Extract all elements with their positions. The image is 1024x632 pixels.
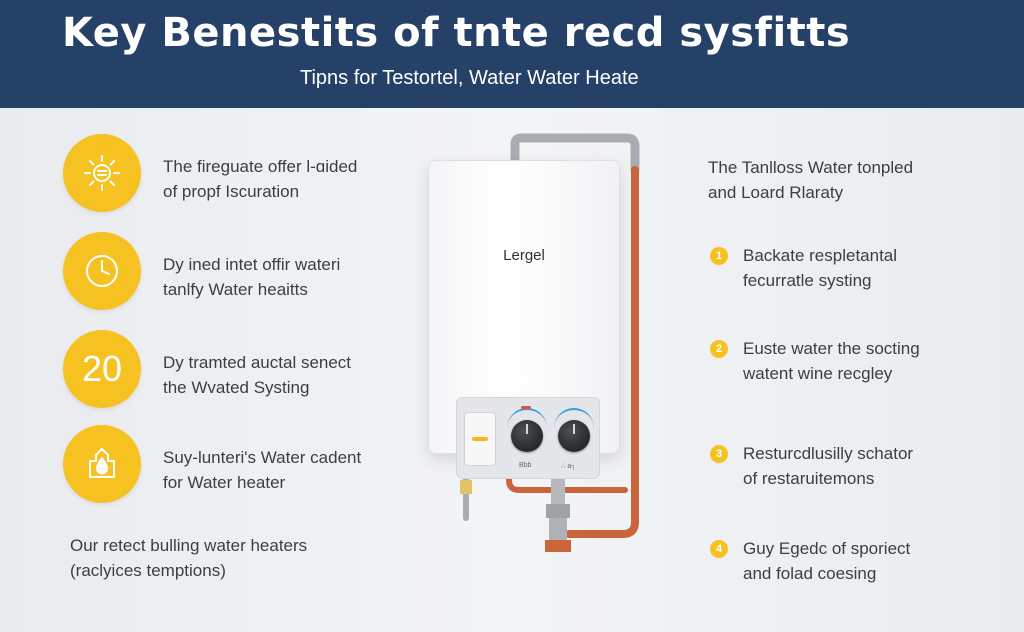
knob-label: Bbb (519, 462, 532, 469)
brand-label: Lergel (503, 247, 545, 264)
benefit-text-line: of propf Iscuration (163, 182, 300, 201)
steel-pipe (510, 133, 640, 175)
step-text-line: and folad coesing (743, 564, 877, 583)
steps-intro: The Tanlloss Water tonpled and Loard Rla… (708, 155, 913, 205)
badge-number: 20 (81, 348, 123, 389)
temperature-knob[interactable] (511, 420, 543, 452)
copper-pipe (506, 457, 628, 493)
step-text-line: Backate respletantal (743, 246, 898, 265)
header-banner: Key Benestits of tnte recd sysfitts Tipn… (0, 0, 1024, 108)
valve-nut (546, 504, 570, 518)
step-item: 3 Resturcdlusilly schator of restaruitem… (708, 441, 1008, 491)
step-text-line: fecurratle systing (743, 271, 872, 290)
page-subtitle: Tipns for Testortel, Water Water Heate (300, 67, 639, 89)
intro-line: The Tanlloss Water tonpled (708, 158, 914, 177)
page-title: Key Benestits of tnte recd sysfitts (62, 10, 851, 56)
footnote: Our retect bulling water heaters (raclyi… (70, 533, 307, 583)
water-drop-icon (63, 425, 141, 503)
benefit-item: The fireguаte offer l-ɑided of propf Isc… (63, 134, 423, 214)
indicator-light (472, 437, 488, 441)
step-number: 3 (710, 445, 728, 463)
water-heater-illustration: Lergel Bbb ∴ a┐ (415, 130, 665, 570)
footnote-line: (raclyices temptions) (70, 561, 226, 580)
clock-icon (63, 232, 141, 310)
benefit-text-line: tanlfy Water heaitts (163, 280, 308, 299)
step-text-line: Resturcdlusilly schator (743, 444, 914, 463)
flow-scale (554, 408, 594, 430)
footnote-line: Our retect bulling water heaters (70, 536, 308, 555)
intro-line: and Loard Rlaraty (708, 183, 844, 202)
number-badge: 20 (63, 330, 141, 408)
step-number: 4 (710, 540, 728, 558)
control-panel: Bbb ∴ a┐ (456, 397, 600, 479)
step-text-line: Euste water the socting (743, 339, 920, 358)
pipes (459, 133, 640, 552)
benefit-text-line: the Wvated Systing (163, 378, 310, 397)
flow-knob[interactable] (558, 420, 590, 452)
sun-icon (63, 134, 141, 212)
benefit-text-line: Dy ined intet offir wateri (163, 255, 341, 274)
step-item: 1 Backate respletantal fecurratle systin… (708, 243, 1008, 293)
step-text-line: watent wine recgley (743, 364, 893, 383)
benefit-text-line: for Water heater (163, 473, 286, 492)
step-item: 2 Euste water the socting watent wine re… (708, 336, 1008, 386)
copper-fitting (545, 540, 571, 552)
benefit-item: Suy-lunteri's Water cadent for Water hea… (63, 425, 423, 505)
benefit-text-line: Suy-lunteri's Water cadent (163, 448, 362, 467)
heater-unit: Lergel Bbb ∴ a┐ (428, 160, 620, 479)
benefit-item: Dy ined intet offir wateri tanlfy Water … (63, 232, 423, 312)
knob-label: ∴ a┐ (561, 463, 577, 470)
step-number: 2 (710, 340, 728, 358)
temperature-scale (507, 406, 547, 430)
step-text-line: Guy Egedc of sporiect (743, 539, 911, 558)
benefit-text-line: The fireguаte offer l-ɑided (163, 157, 358, 176)
display-screen (464, 412, 496, 466)
step-number: 1 (710, 247, 728, 265)
copper-pipe (565, 166, 639, 538)
benefit-text-line: Dy tramted auctal senect (163, 353, 352, 372)
step-item: 4 Guy Egedc of sporiect and folad coesin… (708, 536, 1008, 586)
step-text-line: of restaruitemons (743, 469, 875, 488)
brass-valve (460, 480, 472, 494)
benefit-item: 20 Dy tramted auctal senect the Wvated S… (63, 330, 423, 410)
